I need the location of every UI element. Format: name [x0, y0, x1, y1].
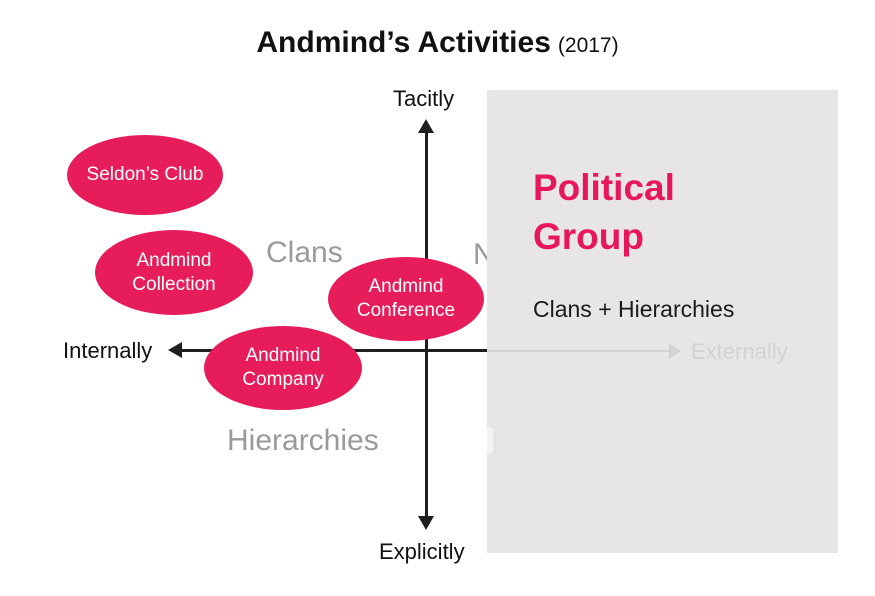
- axis-label-externally-faint: Externally: [691, 339, 788, 364]
- bubble-label-line1: Andmind: [136, 249, 212, 271]
- quadrant-label-clans: Clans: [266, 236, 343, 269]
- up-arrowhead-icon: [418, 119, 434, 133]
- bubble-label-line1: Andmind: [245, 345, 321, 366]
- bubble-label-line2: Collection: [132, 273, 216, 295]
- quadrant-label-hierarchies: Hierarchies: [227, 424, 379, 457]
- axis-label-tacitly: Tacitly: [393, 86, 455, 111]
- bubble-label-line1: Andmind: [368, 276, 444, 297]
- axis-label-explicitly: Explicitly: [379, 539, 465, 564]
- hidden-bubble-sliver: [487, 427, 493, 454]
- right-arrowhead-faint-icon: [669, 343, 681, 359]
- axis-label-internally: Internally: [63, 338, 153, 363]
- bubble-label: Seldon’s Club: [86, 164, 204, 185]
- bubble-andmind-conference: Andmind Conference: [328, 257, 484, 341]
- overlay-panel: [487, 90, 838, 553]
- title-year: (2017): [557, 34, 619, 57]
- bubble-label-line2: Company: [242, 369, 324, 390]
- down-arrowhead-icon: [418, 516, 434, 530]
- page-title: Andmind’s Activities (2017): [0, 26, 875, 60]
- bubble-seldons-club: Seldon’s Club: [67, 135, 223, 215]
- overlay-subtitle: Clans + Hierarchies: [533, 296, 735, 322]
- overlay-heading: Political Group: [533, 167, 675, 257]
- title-text: Andmind’s Activities: [256, 26, 551, 59]
- horizontal-axis-line-faint: [487, 350, 669, 352]
- bubble-label-line2: Conference: [356, 300, 456, 321]
- left-arrowhead-icon: [168, 342, 182, 358]
- bubble-andmind-company: Andmind Company: [204, 326, 362, 410]
- bubble-andmind-collection: Andmind Collection: [95, 230, 253, 315]
